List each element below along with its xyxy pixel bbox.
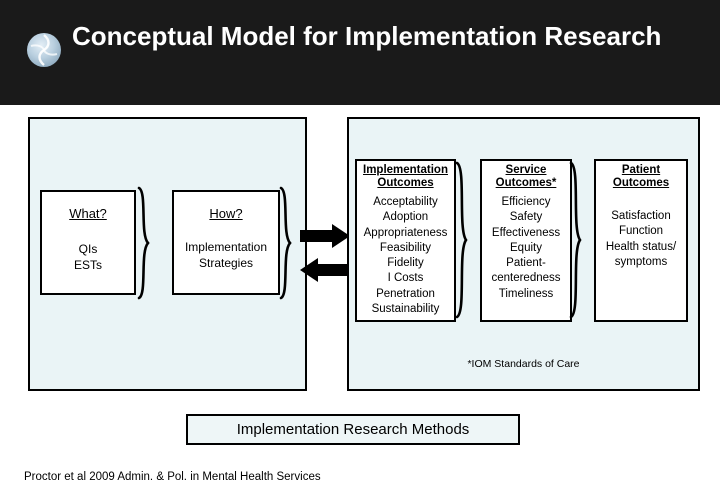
- page-title: Conceptual Model for Implementation Rese…: [72, 21, 662, 51]
- title-bar: Conceptual Model for Implementation Rese…: [0, 0, 720, 105]
- what-box-title: What?: [69, 206, 107, 221]
- patient-outcomes-list: Satisfaction Function Health status/ sym…: [605, 210, 677, 268]
- arrow-left-icon: [300, 258, 350, 282]
- service-outcomes-box: Service Outcomes* Efficiency Safety Effe…: [480, 159, 572, 322]
- implementation-outcomes-list: Acceptability Adoption Appropriateness F…: [363, 196, 448, 315]
- implementation-outcomes-box: Implementation Outcomes Acceptability Ad…: [355, 159, 456, 322]
- swirl-circle-logo-icon: [23, 29, 65, 71]
- citation-text: Proctor et al 2009 Admin. & Pol. in Ment…: [24, 471, 321, 483]
- bidirectional-arrows: [300, 224, 352, 288]
- brace-impl-to-service-icon: [452, 160, 474, 320]
- brace-service-to-patient-icon: [566, 160, 588, 320]
- what-box-body: QIs ESTs: [73, 242, 102, 272]
- arrow-right-icon: [300, 224, 350, 248]
- how-box-title: How?: [209, 206, 243, 221]
- service-outcomes-list: Efficiency Safety Effectiveness Equity P…: [491, 196, 561, 300]
- patient-outcomes-box: Patient Outcomes Satisfaction Function H…: [594, 159, 688, 322]
- how-box-body: Implementation Strategies: [184, 240, 268, 270]
- brace-how-to-outcomes-icon: [276, 186, 298, 300]
- how-box: How? Implementation Strategies: [172, 190, 280, 295]
- brace-what-to-how-icon: [134, 186, 156, 300]
- service-outcomes-heading: Service Outcomes*: [495, 164, 557, 190]
- implementation-research-methods-bar: Implementation Research Methods: [186, 414, 520, 445]
- patient-outcomes-heading: Patient Outcomes: [612, 164, 670, 190]
- implementation-outcomes-heading: Implementation Outcomes: [363, 164, 448, 190]
- iom-footnote: *IOM Standards of Care: [467, 358, 580, 370]
- what-box: What? QIs ESTs: [40, 190, 136, 295]
